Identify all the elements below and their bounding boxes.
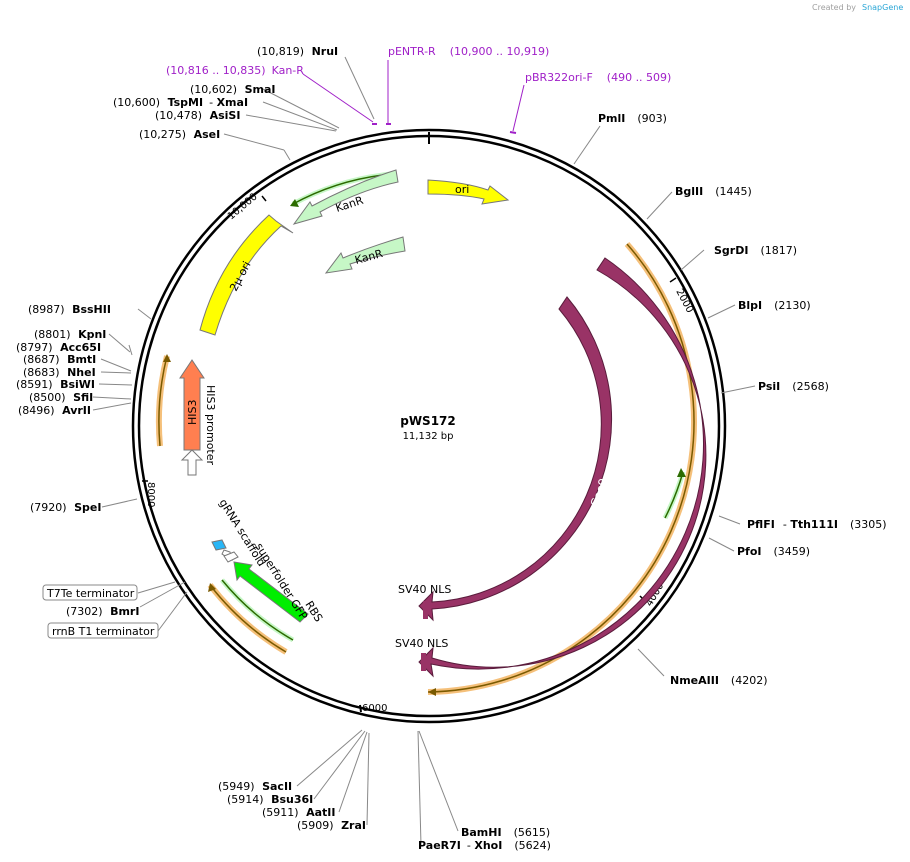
sv40-nls-2-block[interactable]	[421, 653, 426, 671]
tick-mark-6000	[359, 704, 362, 713]
site-blpi[interactable]: BlpI(2130)	[738, 299, 811, 312]
kan-r-leader	[302, 73, 374, 123]
site-pfoi[interactable]: PfoI(3459)	[737, 545, 810, 558]
credit-text: Created by	[812, 3, 856, 12]
t7te-terminator-label: T7Te terminator	[46, 587, 135, 600]
orf-arc-right-core	[427, 243, 695, 693]
plasmid-size: 11,132 bp	[403, 431, 454, 442]
cas9-outer-label: Cas9	[639, 501, 660, 533]
site-bmti[interactable]: (8687) BmtI	[23, 353, 96, 366]
site-sacii[interactable]: (5949) SacII	[218, 780, 292, 793]
sv40-nls-2-label: SV40 NLS	[395, 637, 448, 650]
site-bsshii[interactable]: (8987) BssHII	[28, 303, 111, 316]
tick-label-8000: 8000	[145, 482, 156, 507]
backbone-outer-circle	[131, 128, 727, 724]
site-avrii[interactable]: (8496) AvrII	[18, 404, 91, 417]
his3-promoter-label: HIS3 promoter	[204, 385, 217, 466]
superfolder-gfp-feature[interactable]	[233, 561, 309, 623]
sv40-nls-1-block[interactable]	[423, 601, 428, 619]
cas9-green-arrowhead	[677, 468, 686, 477]
site-acc65i[interactable]: (8797) Acc65I	[16, 341, 101, 354]
ori-feature[interactable]	[427, 179, 510, 205]
site-spei[interactable]: (7920) SpeI	[30, 501, 101, 514]
pbr322ori-f-leader	[512, 84, 525, 132]
orf-arrowhead-left	[163, 354, 171, 362]
site-bamhi[interactable]: BamHI(5615)	[461, 826, 550, 839]
site-psii[interactable]: PsiI(2568)	[758, 380, 829, 393]
kanr-inner-label: KanR	[353, 247, 384, 267]
site-asei[interactable]: (10,275) AseI	[139, 128, 220, 141]
site-nrui[interactable]: (10,819) NruI	[257, 45, 338, 58]
site-aatii[interactable]: (5911) AatII	[262, 806, 335, 819]
site-bglii[interactable]: BglII(1445)	[675, 185, 752, 198]
two-micron-ori-feature[interactable]	[199, 214, 294, 336]
pbr322ori-f-marker	[509, 131, 517, 134]
site-pflfi-tth111i[interactable]: PflFI- Tth111I(3305)	[747, 518, 887, 531]
site-asisi[interactable]: (10,478) AsiSI	[155, 109, 240, 122]
his3-feature[interactable]	[179, 359, 205, 451]
site-pmli[interactable]: PmlI(903)	[598, 112, 667, 125]
orf-arc-left-core	[158, 355, 168, 447]
site-zrai[interactable]: (5909) ZraI	[297, 819, 366, 832]
primer-pentr-r[interactable]: pENTR-R(10,900 .. 10,919)	[388, 45, 549, 58]
orf-arrowhead-right	[428, 688, 436, 696]
terminator-feature[interactable]	[223, 551, 239, 563]
t7te-terminator-box[interactable]	[42, 584, 138, 601]
primer-kan-r[interactable]: (10,816 .. 10,835)Kan-R	[166, 64, 304, 77]
site-sfii[interactable]: (8500) SfiI	[29, 391, 93, 404]
plasmid-name: pWS172	[400, 414, 456, 428]
primer-pbr322ori-f[interactable]: pBR322ori-F(490 .. 509)	[525, 71, 671, 84]
site-leaders	[92, 88, 756, 846]
snapgene-brand: SnapGene	[862, 3, 903, 12]
cas9-inner-label: Cas9	[588, 476, 611, 509]
kanr-outer-feature[interactable]	[292, 169, 399, 225]
tick-mark-10000	[261, 195, 267, 202]
nrui-leader	[344, 56, 375, 120]
tick-label-6000: 6000	[362, 703, 387, 714]
site-nmeaiii[interactable]: NmeAIII(4202)	[670, 674, 768, 687]
site-sgrdi[interactable]: SgrDI(1817)	[714, 244, 797, 257]
gfp-orf-arc-core	[221, 579, 294, 641]
his3-label: HIS3	[186, 400, 199, 426]
site-bsu36i[interactable]: (5914) Bsu36I	[227, 793, 313, 806]
site-bsiwi[interactable]: (8591) BsiWI	[16, 378, 95, 391]
rrnb-t1-terminator-box[interactable]	[47, 622, 159, 639]
rrnb-t1-terminator-label: rrnB T1 terminator	[52, 625, 155, 638]
cas9-outer-feature[interactable]	[418, 257, 707, 678]
site-tspmi-xmai[interactable]: (10,600) TspMI- XmaI	[113, 96, 248, 109]
his3-promoter-feature[interactable]	[180, 449, 204, 476]
kanr-orf-arrowhead	[290, 199, 299, 207]
grna-scaffold-feature[interactable]	[211, 539, 227, 551]
site-nhei[interactable]: (8683) NheI	[23, 366, 96, 379]
site-paer7i-xhoi[interactable]: PaeR7I- XhoI(5624)	[418, 839, 551, 852]
ori-label: ori	[455, 183, 469, 196]
site-smai[interactable]: (10,602) SmaI	[190, 83, 275, 96]
sv40-nls-1-label: SV40 NLS	[398, 583, 451, 596]
kanr-inner-feature[interactable]	[324, 236, 406, 274]
tick-mark-2000	[669, 277, 677, 283]
orf-arc-bottom-core	[209, 584, 287, 653]
orf-arrowhead-bottom	[208, 583, 216, 592]
site-kpni[interactable]: (8801) KpnI	[34, 328, 106, 341]
cas9-inner-feature[interactable]	[418, 296, 613, 622]
site-bmri[interactable]: (7302) BmrI	[66, 605, 139, 618]
